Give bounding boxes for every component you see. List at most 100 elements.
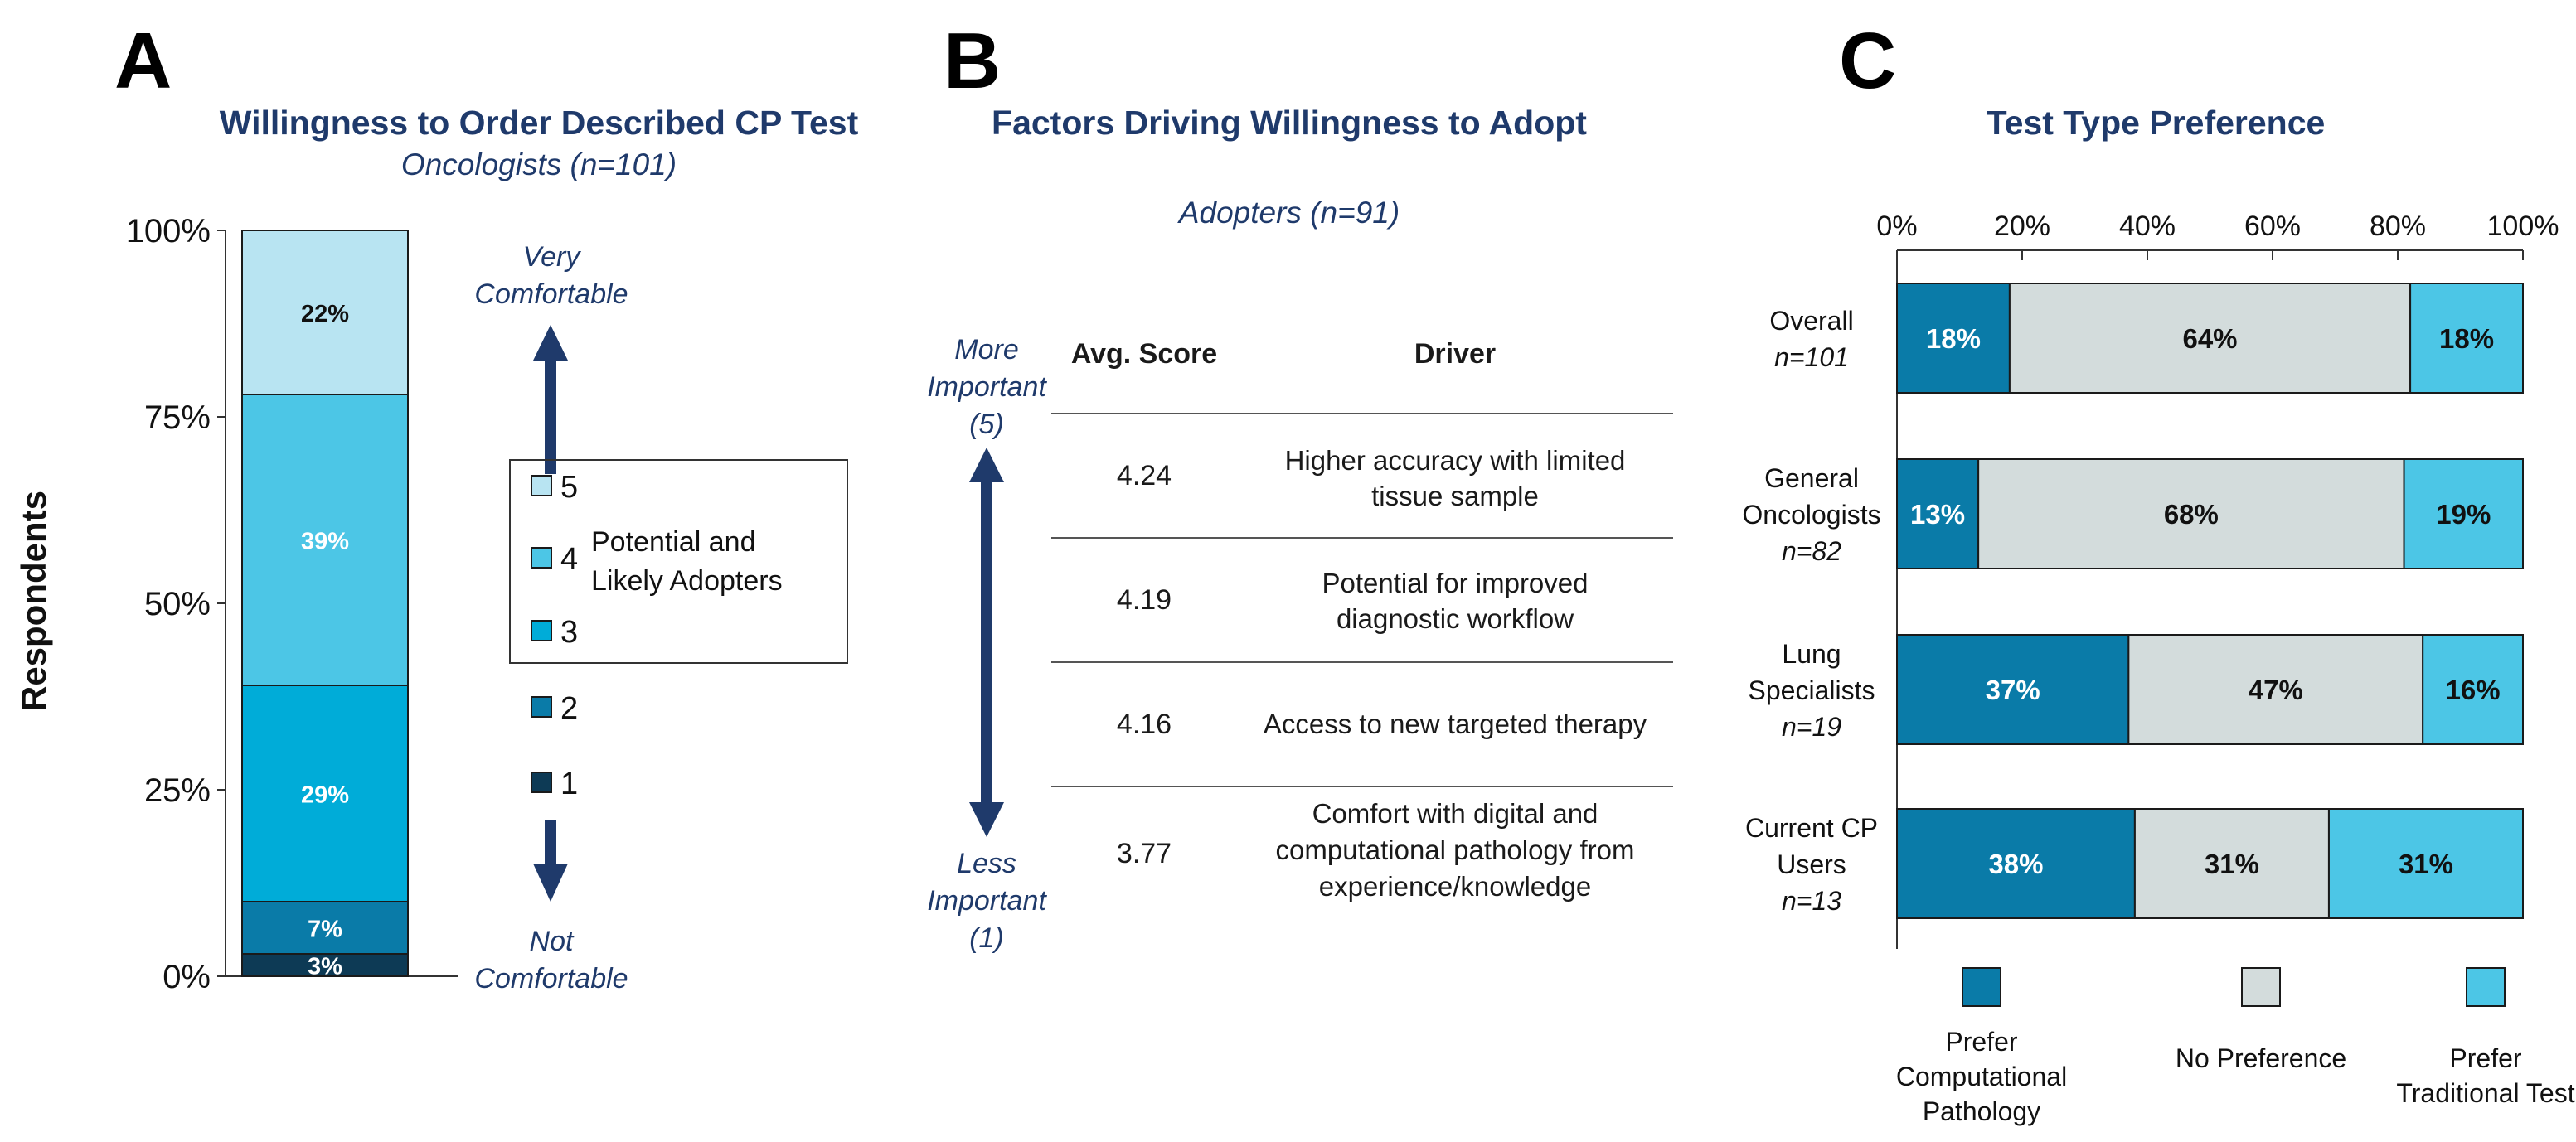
legend-label-2: 2 [560,691,578,726]
legend-swatch-1 [531,772,552,793]
category-label: Oncologists [1742,500,1880,530]
bar-segment [2403,458,2524,569]
not-comfortable-line-1: Not [529,926,574,957]
x-tick-label: 40% [2119,210,2176,242]
panel-a-title: Willingness to Order Described CP Test [219,104,859,142]
bar-segment-label: 18% [1926,323,1981,354]
more-important-label: More Important (5) [920,331,1053,443]
legend-label-4: 4 [560,542,578,577]
driver-line: computational pathology from [1275,835,1635,865]
driver-text: Access to new targeted therapy [1235,663,1675,786]
bar-segment-label: 47% [2249,675,2303,705]
y-tick-label: 100% [126,213,211,249]
not-comfortable-label: Not Comfortable [456,923,647,998]
y-tick-label: 25% [144,772,211,809]
driver-line: Comfort with digital and [1312,798,1598,829]
legend-label: Prefer [1945,1027,2017,1057]
bar-segment [2409,283,2524,394]
bar-segment-label: 3% [308,954,342,980]
col-header-driver: Driver [1414,338,1497,370]
up-arrow-icon [533,325,568,474]
legend-label: Traditional Test [2396,1078,2574,1108]
bar-segment [1896,808,2136,919]
bar-segment-label: 64% [2182,323,2237,354]
bar-segment-label: 31% [2399,849,2453,879]
legend-label-5: 5 [560,470,578,505]
panel-b-subtitle: Adopters (n=91) [1178,196,1400,230]
col-header-score: Avg. Score [1070,338,1218,370]
bar-segment-label: 7% [308,917,342,943]
table-row: 4.19 Potential for improved diagnostic w… [1051,539,1673,661]
bar-segment-label: 68% [2164,499,2219,530]
importance-double-arrow-icon [969,448,1004,837]
legend-label: Pathology [1923,1096,2040,1126]
driver-line: experience/knowledge [1318,871,1592,902]
bar-segment-3 [241,685,409,902]
x-tick-label: 60% [2244,210,2301,242]
avg-score: 4.19 [1116,584,1172,616]
bar-segment [2127,634,2424,745]
bar-segment-label: 19% [2436,499,2491,530]
legend-group-label: Potential and Likely Adopters [591,526,783,597]
panel-a-letter: A [114,17,172,105]
y-tick-label: 75% [144,399,211,436]
legend-label-1: 1 [560,767,578,801]
table-row: 4.24 Higher accuracy with limited tissue… [1051,414,1673,537]
category-n-label: n=101 [1774,342,1849,372]
table-row: 3.77 Comfort with digital and computatio… [1051,787,1673,953]
less-important-line-3: (1) [969,922,1004,954]
less-important-label: Less Important (1) [920,845,1053,957]
bar-segment-label: 37% [1986,675,2040,705]
legend-label: Prefer [2449,1043,2521,1073]
bar-segment [1896,634,2130,745]
x-tick-label: 80% [2370,210,2426,242]
legend-swatch-2 [531,696,552,718]
legend-swatch-4 [531,547,552,569]
driver-line: Potential for improved [1322,568,1589,598]
table-divider [1051,413,1673,414]
panel-a-y-axis: 0%25%50%75%100% [126,213,458,995]
legend-swatch [1962,967,2001,1007]
bar-segment-label: 38% [1988,849,2043,879]
category-n-label: n=13 [1782,886,1841,916]
bar-segment [2327,808,2525,919]
very-comfortable-label: Very Comfortable [456,239,647,313]
very-comfortable-line-1: Very [522,241,580,273]
category-n-label: n=82 [1782,536,1841,566]
avg-score: 4.24 [1116,460,1172,491]
legend-group-label-line-2: Likely Adopters [591,565,783,597]
bar-segment [1977,458,2405,569]
category-label: Specialists [1749,675,1875,705]
x-tick-label: 20% [1994,210,2050,242]
bar-segment-label: 39% [301,529,349,555]
driver-text: Higher accuracy with limited tissue samp… [1235,443,1675,514]
bar-segment-1 [241,953,409,977]
x-tick-label: 100% [2487,210,2559,242]
panel-c-category-labels: Overalln=101GeneralOncologistsn=82LungSp… [1742,306,1880,916]
bar-segment-label: 29% [301,782,349,809]
y-tick-label: 0% [163,959,211,995]
panel-b-title: Factors Driving Willingness to Adopt [992,104,1587,142]
bar-segment-label: 16% [2446,675,2501,705]
legend-label: No Preference [2176,1043,2346,1073]
panel-a-legend: 5 4 3 2 1 [531,470,578,801]
down-arrow-icon [533,820,568,902]
driver-line: diagnostic workflow [1336,603,1574,634]
panel-c-chart: 0%20%40%60%80%100% Overalln=101GeneralOn… [1742,210,2574,1126]
bar-segment-label: 31% [2205,849,2259,879]
bar-segment-label: 18% [2439,323,2494,354]
driver-line: Higher accuracy with limited [1284,445,1626,476]
panel-a-subtitle: Oncologists (n=101) [400,148,677,181]
legend-swatch [2241,967,2281,1007]
bar-segment-label: 13% [1910,499,1965,530]
legend-label-3: 3 [560,615,578,650]
bar-segment-label: 22% [301,301,349,327]
panel-b-letter: B [944,17,1002,105]
table-divider [1051,537,1673,539]
category-label: Lung [1782,639,1841,669]
bar-segment [2008,283,2412,394]
category-label: Current CP [1745,813,1878,843]
less-important-line-2: Important [927,884,1046,917]
very-comfortable-line-2: Comfortable [474,278,628,310]
legend-swatch-5 [531,475,552,496]
